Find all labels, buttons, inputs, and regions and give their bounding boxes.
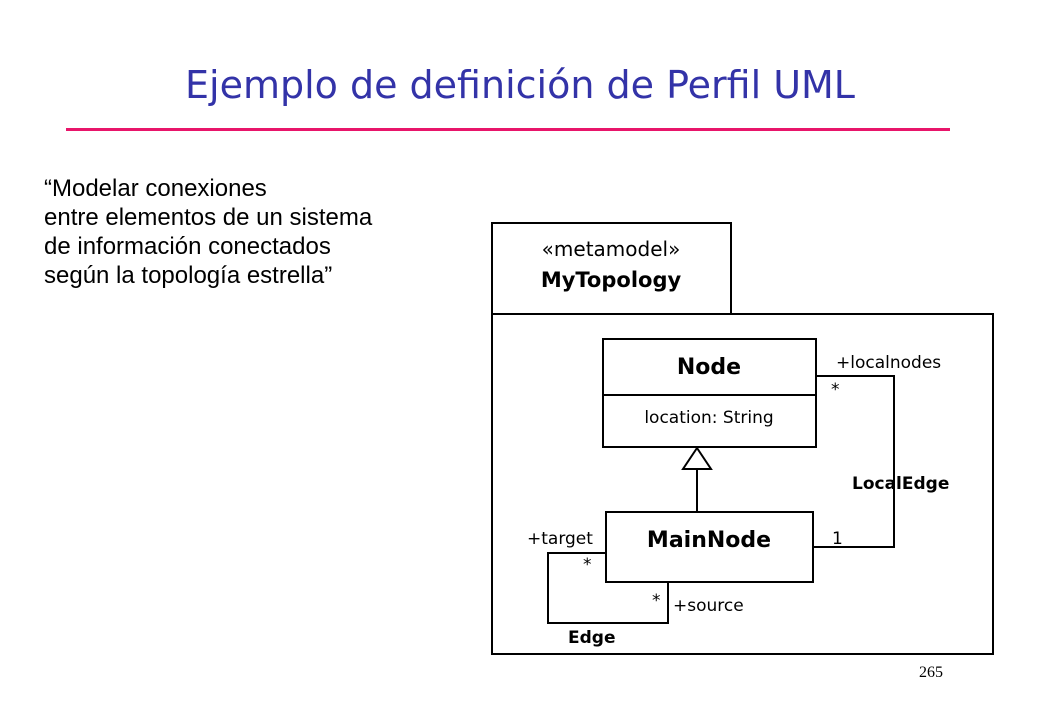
package-tab <box>491 222 732 315</box>
package-name: MyTopology <box>541 268 682 292</box>
localedge-association <box>813 375 895 548</box>
edge-multiplicity-source: * <box>652 591 661 611</box>
localedge-role-localnodes: +localnodes <box>836 353 941 373</box>
mainnode-class-box <box>605 511 814 583</box>
edge-association <box>547 552 669 624</box>
localedge-multiplicity-node: * <box>831 380 840 400</box>
edge-multiplicity-target: * <box>583 555 592 575</box>
node-class-name: Node <box>677 355 741 380</box>
package-stereotype: «metamodel» <box>542 237 681 261</box>
page-number: 265 <box>919 664 943 681</box>
generalization-arrowhead <box>681 446 713 470</box>
node-class-attribute: location: String <box>644 408 773 428</box>
edge-role-target: +target <box>527 529 593 549</box>
title-underline <box>66 128 950 131</box>
mainnode-class-name: MainNode <box>647 528 771 553</box>
quote-text: “Modelar conexiones entre elementos de u… <box>44 174 372 290</box>
localedge-multiplicity-main: 1 <box>832 529 843 549</box>
edge-name: Edge <box>568 628 615 648</box>
quote-line: según la topología estrella” <box>44 262 333 289</box>
quote-line: “Modelar conexiones <box>44 175 267 202</box>
localedge-name: LocalEdge <box>852 474 949 494</box>
edge-role-source: +source <box>673 596 744 616</box>
quote-line: de información conectados <box>44 233 331 260</box>
node-class-box <box>602 338 817 448</box>
quote-line: entre elementos de un sistema <box>44 204 373 231</box>
slide-title: Ejemplo de definición de Perfil UML <box>185 63 855 107</box>
